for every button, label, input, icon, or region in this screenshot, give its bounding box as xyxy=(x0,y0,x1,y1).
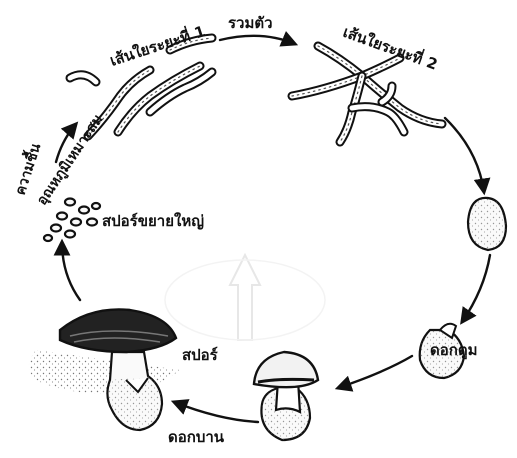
label-temperature: อุณหภูมิเหมาะสม xyxy=(34,112,106,208)
label-spore: สปอร์ xyxy=(182,346,219,364)
watermark xyxy=(165,255,325,340)
arrow-mature-to-spore xyxy=(62,242,80,300)
label-button: ดอกตูม xyxy=(430,341,477,360)
label-open-cap: ดอกบาน xyxy=(168,428,225,446)
open-cap-mushroom-illustration xyxy=(254,352,318,440)
arrow-hyphae2-to-button-2 xyxy=(462,255,490,322)
arrow-fuse xyxy=(220,36,295,44)
pinhead-illustration xyxy=(468,198,506,250)
arrow-button-to-open xyxy=(338,356,412,388)
label-fuse: รวมตัว xyxy=(228,14,273,32)
arrow-open-to-mature xyxy=(174,402,258,422)
label-spore-enlarge: สปอร์ขยายใหญ่ xyxy=(102,212,204,230)
arrow-hyphae2-to-button-1 xyxy=(445,118,484,192)
label-humidity: ความชื้น xyxy=(9,140,45,197)
enlarged-spores-illustration xyxy=(44,199,100,242)
mature-mushroom-illustration xyxy=(29,309,180,430)
